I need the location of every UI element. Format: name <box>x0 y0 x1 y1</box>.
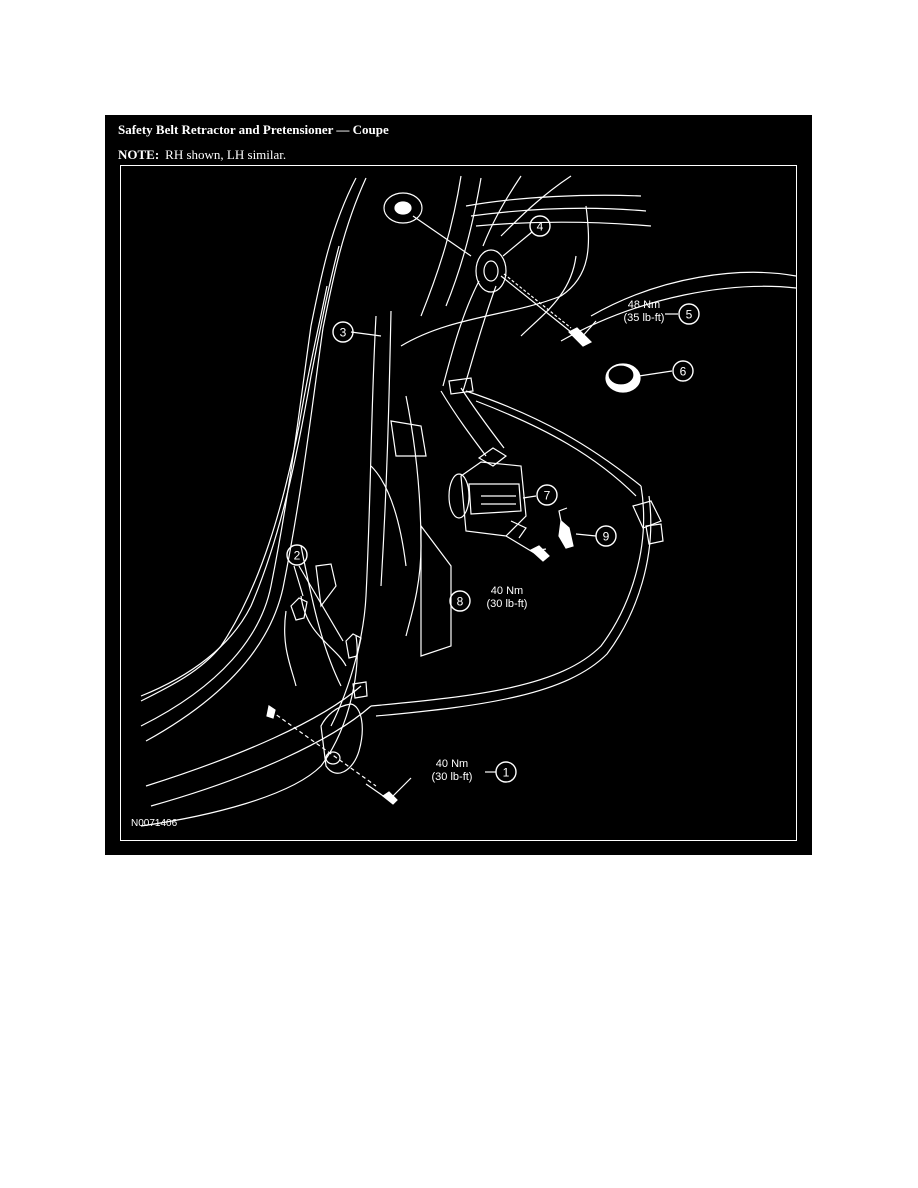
callout-leaders <box>293 231 678 797</box>
callout-4 <box>529 215 551 237</box>
callout-8 <box>449 590 471 612</box>
diagram-panel: Safety Belt Retractor and Pretensioner —… <box>105 115 812 855</box>
callout-1-label: 1 <box>503 766 510 780</box>
callout-3 <box>332 321 354 343</box>
illustration-frame: 4 3 5 6 7 9 2 8 1 48 Nm (35 lb-ft) 40 Nm… <box>120 165 797 841</box>
callout-2 <box>286 544 308 566</box>
note-text: RH shown, LH similar. <box>165 147 287 162</box>
torque-8-metric: 40 Nm <box>491 585 523 597</box>
torque-8-imperial: (30 lb-ft) <box>487 598 528 610</box>
callout-7-label: 7 <box>544 489 551 503</box>
torque-5-metric: 48 Nm <box>628 299 660 311</box>
lower-anchor <box>266 595 398 805</box>
callout-1 <box>495 761 517 783</box>
diagram-title: Safety Belt Retractor and Pretensioner —… <box>118 122 389 137</box>
callout-5 <box>678 303 700 325</box>
torque-1-metric: 40 Nm <box>436 758 468 770</box>
callout-7 <box>536 484 558 506</box>
retractor-fasteners <box>505 507 574 562</box>
callout-9-label: 9 <box>603 530 610 544</box>
torque-5-imperial: (35 lb-ft) <box>624 312 665 324</box>
figure-reference-code: N0071406 <box>131 818 178 829</box>
callout-5-label: 5 <box>686 308 693 322</box>
callout-4-label: 4 <box>537 220 544 234</box>
retractor-assembly <box>448 447 527 539</box>
callout-2-label: 2 <box>294 549 301 563</box>
trim-cap <box>605 363 641 393</box>
callout-6-label: 6 <box>680 365 687 379</box>
callout-3-label: 3 <box>340 326 347 340</box>
callout-bubbles <box>286 215 700 783</box>
belt-webbing <box>370 377 664 717</box>
callout-6 <box>672 360 694 382</box>
illustration: 4 3 5 6 7 9 2 8 1 48 Nm (35 lb-ft) 40 Nm… <box>140 175 796 827</box>
torque-labels: 48 Nm (35 lb-ft) 40 Nm (30 lb-ft) 40 Nm … <box>432 299 665 783</box>
torque-1-imperial: (30 lb-ft) <box>432 771 473 783</box>
callout-9 <box>595 525 617 547</box>
callout-numbers: 4 3 5 6 7 9 2 8 1 <box>294 220 693 780</box>
vehicle-body <box>140 175 652 827</box>
note-label: NOTE: <box>118 147 160 162</box>
diagram-note: NOTE: RH shown, LH similar. <box>118 147 286 163</box>
upper-belt-guide <box>442 249 593 392</box>
callout-8-label: 8 <box>457 595 464 609</box>
grommet <box>383 192 472 257</box>
